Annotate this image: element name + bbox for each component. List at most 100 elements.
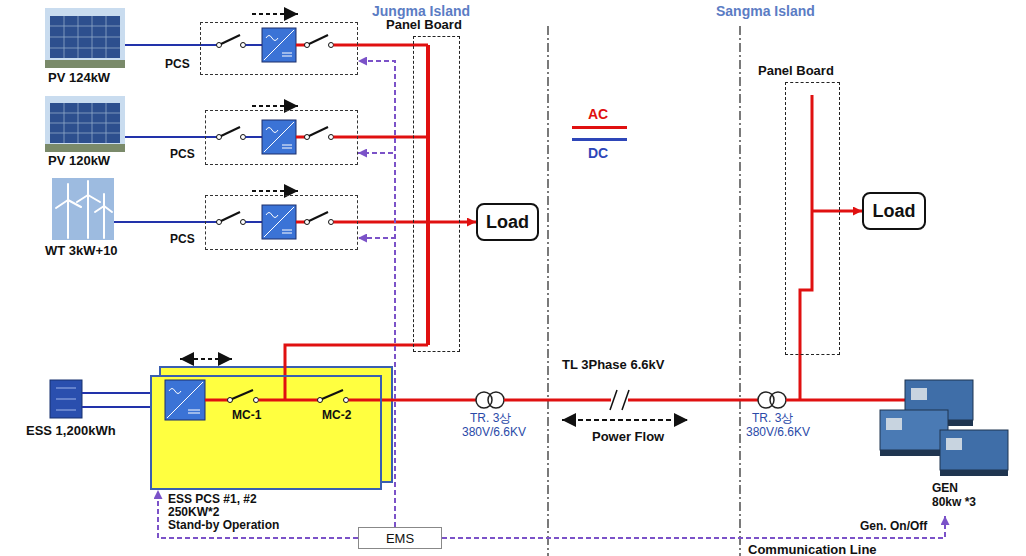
- load-label: Load: [873, 201, 916, 221]
- pcs-box: PCS: [200, 22, 358, 75]
- drawing-part: [50, 37, 120, 38]
- power-line: [840, 210, 862, 213]
- drawing-part: [254, 398, 259, 403]
- drawing-part: [334, 44, 359, 47]
- drawing-part: [188, 413, 200, 414]
- pcs-box: PCS: [205, 195, 358, 250]
- power-line: [285, 345, 413, 375]
- drawing-part: [56, 388, 76, 389]
- panel-board-label: Panel Board: [758, 63, 834, 78]
- legend-swatch: [572, 126, 627, 129]
- power-line: [358, 136, 413, 139]
- ems-box: EMS: [358, 527, 442, 549]
- drawing-part: [488, 392, 504, 408]
- drawing-part: [150, 375, 382, 490]
- drawing-part: [246, 44, 263, 46]
- drawing-part: [103, 206, 105, 238]
- drawing-part: [940, 430, 1008, 470]
- drawing-part: [880, 410, 948, 450]
- island-title: Sangma Island: [716, 3, 815, 20]
- ess-pcs-note: Stand-by Operation: [168, 519, 279, 532]
- dc-wire: [114, 45, 217, 222]
- drawing-part: [87, 181, 89, 195]
- drawing-part: [252, 190, 298, 192]
- drawing-part: [322, 390, 343, 399]
- drawing-part: [169, 389, 181, 394]
- drawing-part: [284, 375, 287, 400]
- drawing-part: [165, 380, 205, 420]
- control-line: [358, 153, 395, 527]
- panel-board: Panel Board: [413, 36, 460, 352]
- drawing-part: [180, 358, 232, 360]
- drawing-part: [50, 380, 82, 418]
- drawing-part: [125, 44, 217, 46]
- drawing-part: [812, 210, 840, 213]
- drawing-part: [309, 127, 328, 136]
- legend-swatch: [572, 138, 627, 141]
- pcs-box: PCS: [205, 110, 358, 165]
- signal-label: Gen. On/Off: [860, 520, 927, 533]
- transformer-label: TR. 3상: [470, 411, 511, 425]
- drawing-part: [264, 30, 294, 60]
- drawing-part: [104, 206, 112, 212]
- drawing-part: [344, 398, 349, 403]
- pcs-label: PCS: [170, 232, 195, 246]
- drawing-part: [252, 105, 298, 107]
- drawing-part: [562, 419, 688, 421]
- drawing-part: [52, 178, 114, 240]
- drawing-part: [413, 44, 428, 47]
- pv-panel-picture: [45, 8, 125, 68]
- drawing-part: [125, 136, 217, 138]
- ess-pcs-box: MC-1MC-2: [150, 375, 382, 490]
- drawing-part: [296, 44, 305, 47]
- drawing-part: [56, 200, 68, 208]
- load-box: Load: [476, 203, 539, 241]
- drawing-part: [241, 135, 246, 140]
- drawing-part: [67, 184, 69, 200]
- drawing-part: [309, 35, 328, 44]
- drawing-part: [266, 213, 278, 218]
- drawing-part: [610, 390, 617, 410]
- generator-picture: [880, 380, 1008, 476]
- drawing-part: [911, 388, 927, 400]
- transformer-rating: 380V/6.6KV: [746, 425, 810, 439]
- drawing-part: [413, 136, 428, 139]
- ess-battery-picture: [50, 380, 165, 418]
- power-line: [358, 44, 413, 47]
- generator-label: GEN: [932, 482, 958, 495]
- drawing-part: [296, 136, 305, 139]
- drawing-part: [95, 206, 104, 212]
- drawing-part: [50, 103, 120, 143]
- drawing-part: [282, 145, 292, 146]
- drawing-part: [334, 136, 359, 139]
- drawing-part: [221, 127, 240, 136]
- pv-panel-picture: [45, 96, 125, 152]
- source-label: PV 120kW: [48, 153, 110, 168]
- ac-bus: [413, 45, 460, 345]
- drawing-part: [628, 399, 758, 402]
- pcs-schematic: [217, 191, 359, 239]
- drawing-part: [252, 13, 298, 15]
- drawing-part: [266, 128, 278, 133]
- load-box: Load: [862, 192, 926, 230]
- drawing-part: [264, 207, 294, 237]
- drawing-part: [428, 221, 460, 224]
- drawing-part: [87, 195, 89, 238]
- drawing-part: [246, 221, 263, 223]
- drawing-part: [329, 43, 334, 48]
- island-border: [548, 26, 740, 556]
- drawing-part: [50, 133, 120, 134]
- island-title: Jungma Island: [372, 3, 470, 20]
- drawing-part: [45, 60, 125, 68]
- drawing-part: [45, 144, 125, 152]
- switch-label: MC-1: [232, 408, 261, 422]
- flow-label: Power Flow: [592, 429, 664, 444]
- drawing-part: [67, 200, 69, 238]
- drawing-part: [205, 399, 228, 402]
- line-label: Communication Line: [748, 542, 877, 556]
- drawing-part: [45, 8, 125, 68]
- power-line: [460, 221, 476, 224]
- drawing-part: [282, 56, 292, 57]
- control-line: [358, 61, 395, 527]
